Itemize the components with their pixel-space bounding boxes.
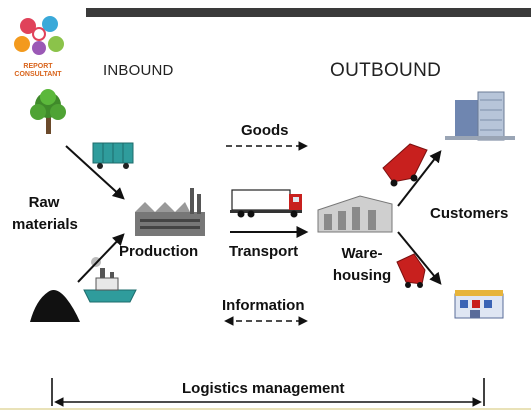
production-label: Production <box>119 243 199 260</box>
information-label: Information <box>222 297 305 314</box>
truck-icon <box>230 189 302 218</box>
outbound-heading: OUTBOUND <box>330 60 442 81</box>
customers-label: Customers <box>430 205 509 222</box>
logo-line-1: REPORT <box>23 63 53 70</box>
van-icon-small <box>396 253 426 288</box>
warehousing-label: Ware- housing <box>332 243 392 287</box>
logistics-bracket <box>51 378 485 407</box>
van-icon <box>382 143 428 187</box>
goods-label: Goods <box>241 122 289 139</box>
logo-icon <box>14 16 64 55</box>
factory-icon <box>135 188 205 236</box>
raw-materials-label: Raw materials <box>12 192 78 236</box>
logistics-management-label: Logistics management <box>182 380 345 397</box>
flow-arrows <box>65 145 442 285</box>
top-bar <box>86 8 531 17</box>
raw-label-line-1: Raw <box>28 194 60 211</box>
logo-text: REPORT CONSULTANT <box>6 63 70 79</box>
railcar-icon <box>92 142 134 169</box>
store-icon <box>454 290 504 319</box>
transport-label: Transport <box>229 243 299 260</box>
bottom-divider <box>0 408 531 410</box>
warehouse-icon <box>317 195 393 233</box>
inbound-heading: INBOUND <box>103 62 174 79</box>
raw-label-line-2: materials <box>12 216 78 233</box>
warehousing-line-2: housing <box>332 267 392 284</box>
tree-icon <box>30 89 66 134</box>
office-building-icon <box>445 91 515 141</box>
ship-icon <box>83 257 137 303</box>
warehousing-line-1: Ware- <box>341 245 383 262</box>
coal-pile-icon <box>30 290 80 322</box>
logo-line-2: CONSULTANT <box>14 71 62 78</box>
